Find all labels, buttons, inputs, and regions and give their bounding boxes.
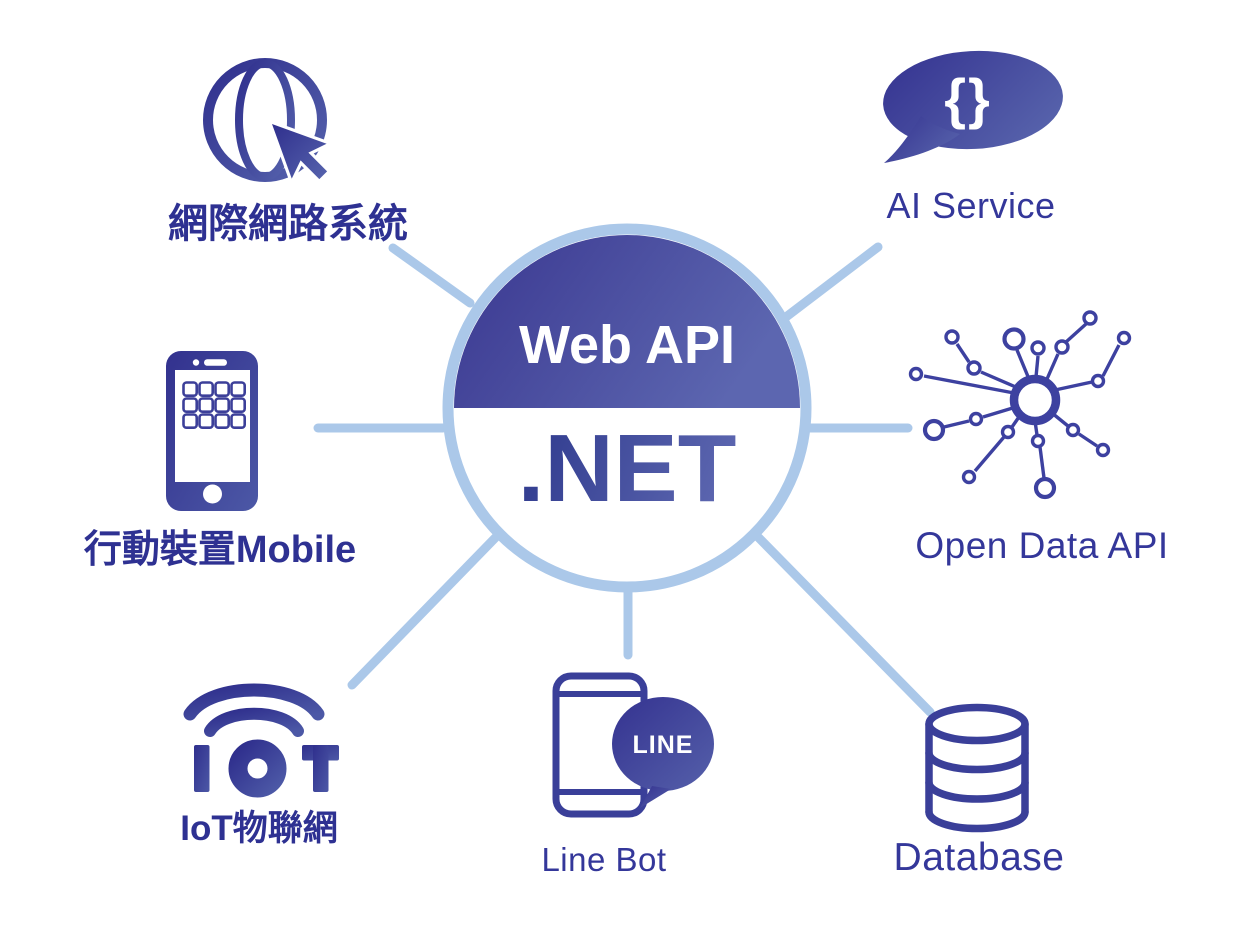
label-open-data-api: Open Data API	[915, 525, 1169, 566]
iot-wordmark	[194, 739, 339, 798]
hub-top-semicircle	[454, 235, 800, 408]
line-bubble-icon: LINE	[612, 697, 714, 808]
globe-cursor-icon	[203, 58, 331, 183]
connector-ai	[781, 242, 883, 322]
iot-wifi-icon	[183, 683, 339, 798]
network-hub-icon	[908, 310, 1132, 500]
hub-top-label: Web API	[519, 315, 735, 375]
speaker-bar-icon	[204, 359, 227, 366]
linebot-icon: LINE	[552, 672, 714, 818]
network-spokes	[908, 310, 1132, 500]
bubble-tail	[884, 116, 960, 163]
label-line-bot: Line Bot	[541, 841, 667, 878]
wifi-arcs-icon	[183, 683, 325, 737]
database-icon	[925, 703, 1029, 833]
connector-group	[313, 242, 935, 717]
connector-iot	[347, 531, 502, 690]
connector-database	[752, 531, 935, 717]
label-iot: IoT物聯網	[180, 809, 338, 848]
hub-bottom-label: .NET	[518, 415, 737, 522]
cursor-arrow-icon	[268, 120, 331, 183]
camera-dot-icon	[192, 359, 200, 366]
ai-speech-bubble-icon: {}	[883, 50, 1063, 163]
database-cylinder	[925, 703, 1029, 833]
line-wordmark: LINE	[633, 731, 694, 759]
label-internet: 網際網路系統	[168, 202, 408, 246]
label-mobile: 行動裝置Mobile	[83, 529, 357, 571]
label-ai-service: AI Service	[886, 185, 1056, 226]
label-database: Database	[893, 836, 1065, 879]
braces-glyph: {}	[944, 67, 992, 130]
home-button-icon	[203, 484, 222, 504]
connector-internet	[388, 243, 475, 308]
network-center-node	[1009, 374, 1061, 426]
app-grid-icon	[182, 381, 246, 429]
hub-webapi-net: Web API .NET	[442, 223, 812, 593]
smartphone-icon	[166, 351, 258, 511]
